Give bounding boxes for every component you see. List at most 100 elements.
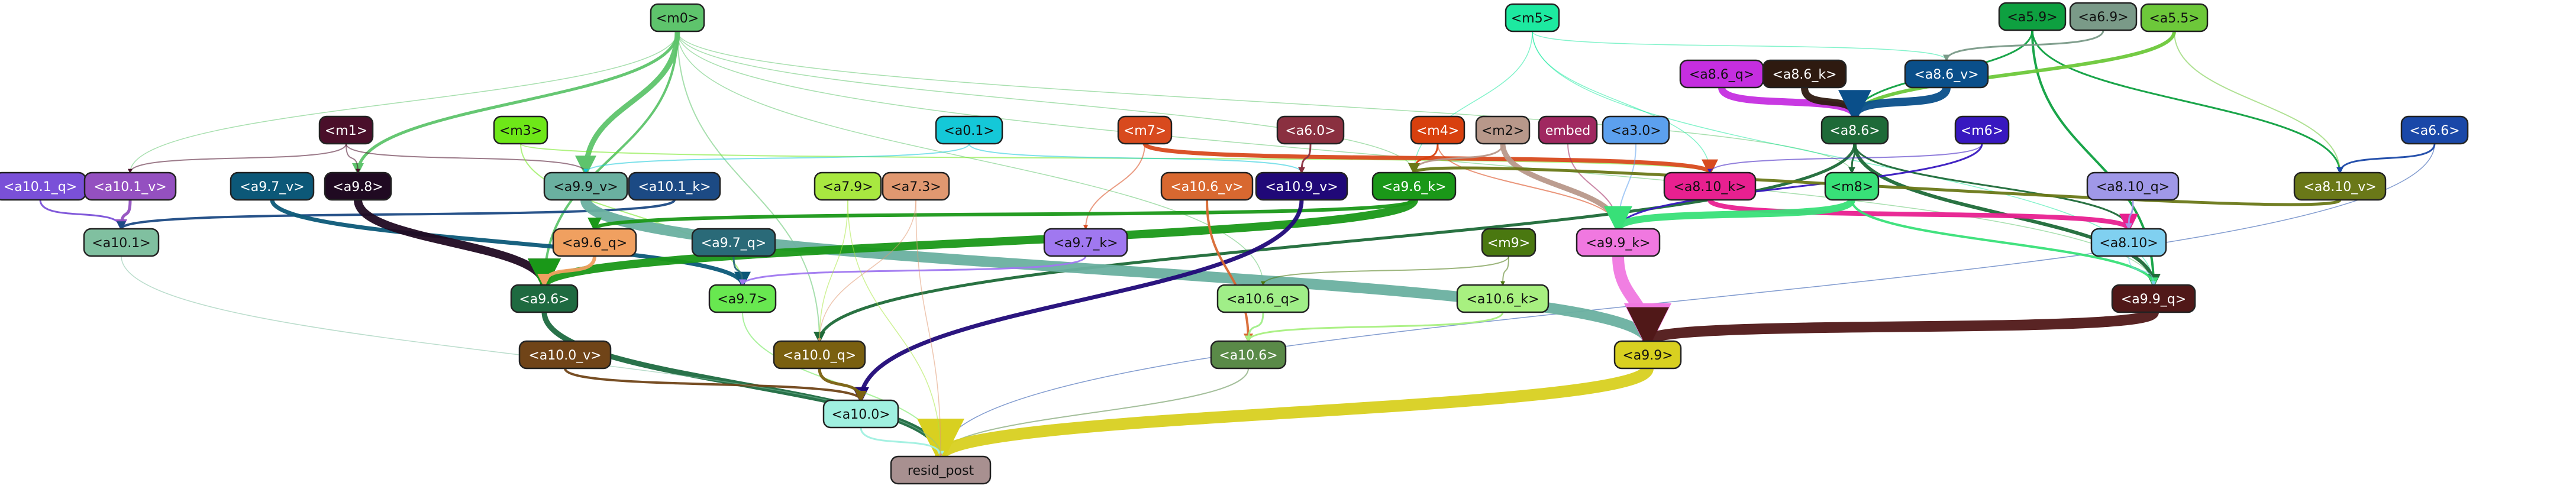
node-label: <a10.0>	[831, 407, 890, 422]
node-a10-6-v[interactable]: <a10.6_v>	[1160, 171, 1254, 201]
node-m3[interactable]: <m3>	[493, 115, 548, 145]
edge-a10_1_q-to-a10_1	[39, 199, 125, 231]
edge-a10_0_v-to-a10_0	[564, 368, 866, 403]
node-a9-6[interactable]: <a9.6>	[510, 284, 579, 313]
node-label: <a10.9_v>	[1265, 180, 1338, 195]
node-embed[interactable]: embed	[1538, 115, 1598, 145]
node-resid-post[interactable]: resid_post	[890, 455, 992, 485]
node-a10-0[interactable]: <a10.0>	[822, 399, 899, 429]
node-a7-9[interactable]: <a7.9>	[814, 171, 882, 201]
node-a3-0[interactable]: <a3.0>	[1602, 115, 1670, 145]
node-m2[interactable]: <m2>	[1475, 115, 1531, 145]
node-box	[1255, 171, 1348, 201]
node-label: <m6>	[1961, 124, 2003, 138]
edge-m1-to-a10_1_v	[128, 143, 347, 174]
node-a8-6-q[interactable]: <a8.6_q>	[1679, 59, 1764, 89]
node-a7-3[interactable]: <a7.3>	[882, 171, 950, 201]
edge-a8_6-to-a8_10	[1854, 143, 2132, 231]
node-box	[773, 340, 866, 370]
node-a10-6-k[interactable]: <a10.6_k>	[1456, 284, 1550, 313]
node-box	[1820, 115, 1889, 145]
node-label: <a8.6_v>	[1914, 67, 1978, 82]
edge-a9_7_v-to-a9_7	[270, 199, 751, 289]
node-label: <m4>	[1416, 124, 1459, 138]
node-box	[1663, 171, 1757, 201]
node-box	[1276, 115, 1345, 145]
node-a6-9[interactable]: <a6.9>	[2069, 2, 2138, 31]
node-a9-7-v[interactable]: <a9.7_v>	[230, 171, 315, 201]
edge-a7_3-to-a10_0_q	[818, 199, 916, 342]
node-a0-1[interactable]: <a0.1>	[935, 115, 1003, 145]
node-a5-9[interactable]: <a5.9>	[1998, 2, 2067, 31]
node-a8-10-v[interactable]: <a8.10_v>	[2293, 171, 2387, 201]
node-m9[interactable]: <m9>	[1481, 228, 1536, 257]
node-a9-7-k[interactable]: <a9.7_k>	[1043, 228, 1128, 257]
node-label: <a6.6>	[2409, 124, 2459, 138]
edge-m6-to-a8_10_k	[1707, 143, 1983, 174]
node-box	[628, 171, 721, 201]
node-a10-0-v[interactable]: <a10.0_v>	[518, 340, 612, 370]
edge-a3_0-to-a9_9_k	[1616, 143, 1636, 230]
node-label: <a7.3>	[890, 180, 941, 195]
node-a10-1[interactable]: <a10.1>	[83, 228, 160, 257]
edge-m9-to-a10_6_k	[1500, 255, 1509, 286]
node-a10-1-k[interactable]: <a10.1_k>	[628, 171, 721, 201]
node-box	[493, 115, 548, 145]
node-a8-10-k[interactable]: <a8.10_k>	[1663, 171, 1757, 201]
edge-a9_7_q-to-a9_7	[732, 255, 746, 287]
node-a9-7-q[interactable]: <a9.7_q>	[691, 228, 776, 257]
node-label: <a10.0_v>	[528, 348, 601, 363]
node-a9-9-k[interactable]: <a9.9_k>	[1576, 228, 1661, 257]
node-label: <a8.6_k>	[1772, 67, 1836, 82]
node-a10-0-q[interactable]: <a10.0_q>	[773, 340, 866, 370]
node-m1[interactable]: <m1>	[318, 115, 374, 145]
node-a9-7[interactable]: <a9.7>	[708, 284, 777, 313]
node-a8-10-q[interactable]: <a8.10_q>	[2086, 171, 2180, 201]
node-m5[interactable]: <m5>	[1505, 3, 1560, 33]
node-m4[interactable]: <m4>	[1410, 115, 1465, 145]
node-a10-1-q[interactable]: <a10.1_q>	[0, 171, 87, 201]
edge-m8-to-a9_9_k	[1604, 198, 1855, 235]
node-box	[1117, 115, 1173, 145]
edge-m0-to-a9_9_v	[575, 31, 680, 177]
node-m0[interactable]: <m0>	[650, 3, 705, 33]
edge-a8_10_q-to-a8_10	[2125, 199, 2134, 231]
node-label: <m1>	[325, 124, 367, 138]
node-box	[882, 171, 950, 201]
node-a10-6[interactable]: <a10.6>	[1210, 340, 1287, 370]
node-a10-9-v[interactable]: <a10.9_v>	[1255, 171, 1348, 201]
node-label: <a8.10_q>	[2096, 180, 2170, 195]
node-a8-6[interactable]: <a8.6>	[1820, 115, 1889, 145]
node-label: <a9.6>	[519, 292, 569, 307]
node-a6-6[interactable]: <a6.6>	[2400, 115, 2469, 145]
node-a9-6-k[interactable]: <a9.6_k>	[1371, 171, 1457, 201]
node-a9-9-q[interactable]: <a9.9_q>	[2111, 284, 2196, 313]
node-box	[1576, 228, 1661, 257]
edge-a6_0-to-a10_9_v	[1298, 143, 1312, 174]
edge-a6_6-to-a8_10_v	[2336, 143, 2436, 174]
node-a10-1-v[interactable]: <a10.1_v>	[83, 171, 177, 201]
node-box	[1456, 284, 1550, 313]
node-a9-9[interactable]: <a9.9>	[1613, 340, 1682, 370]
node-a6-0[interactable]: <a6.0>	[1276, 115, 1345, 145]
edge-m0-to-a10_6_q	[677, 31, 1265, 286]
node-label: <a10.0_q>	[783, 348, 856, 363]
node-a9-9-v[interactable]: <a9.9_v>	[543, 171, 628, 201]
node-a8-6-k[interactable]: <a8.6_k>	[1762, 59, 1847, 89]
node-box	[1824, 171, 1880, 201]
node-label: <a6.0>	[1285, 124, 1335, 138]
node-a9-6-q[interactable]: <a9.6_q>	[552, 228, 637, 257]
node-m6[interactable]: <m6>	[1954, 115, 2010, 145]
node-a8-6-v[interactable]: <a8.6_v>	[1904, 59, 1989, 89]
node-box	[2293, 171, 2387, 201]
edge-a8_6_v-to-a8_6	[1838, 86, 1951, 124]
node-a10-6-q[interactable]: <a10.6_q>	[1216, 284, 1310, 313]
nodes-layer: <m0> <m5> <a5.9><a6.9><a5.5> <a8.6_q> <a8.6_…	[0, 2, 2469, 485]
node-a9-8[interactable]: <a9.8>	[324, 171, 392, 201]
node-a5-5[interactable]: <a5.5>	[2140, 3, 2209, 33]
edge-m0-to-a9_6_k	[677, 31, 1416, 174]
node-m8[interactable]: <m8>	[1824, 171, 1880, 201]
node-a8-10[interactable]: <a8.10>	[2090, 228, 2167, 257]
node-m7[interactable]: <m7>	[1117, 115, 1173, 145]
